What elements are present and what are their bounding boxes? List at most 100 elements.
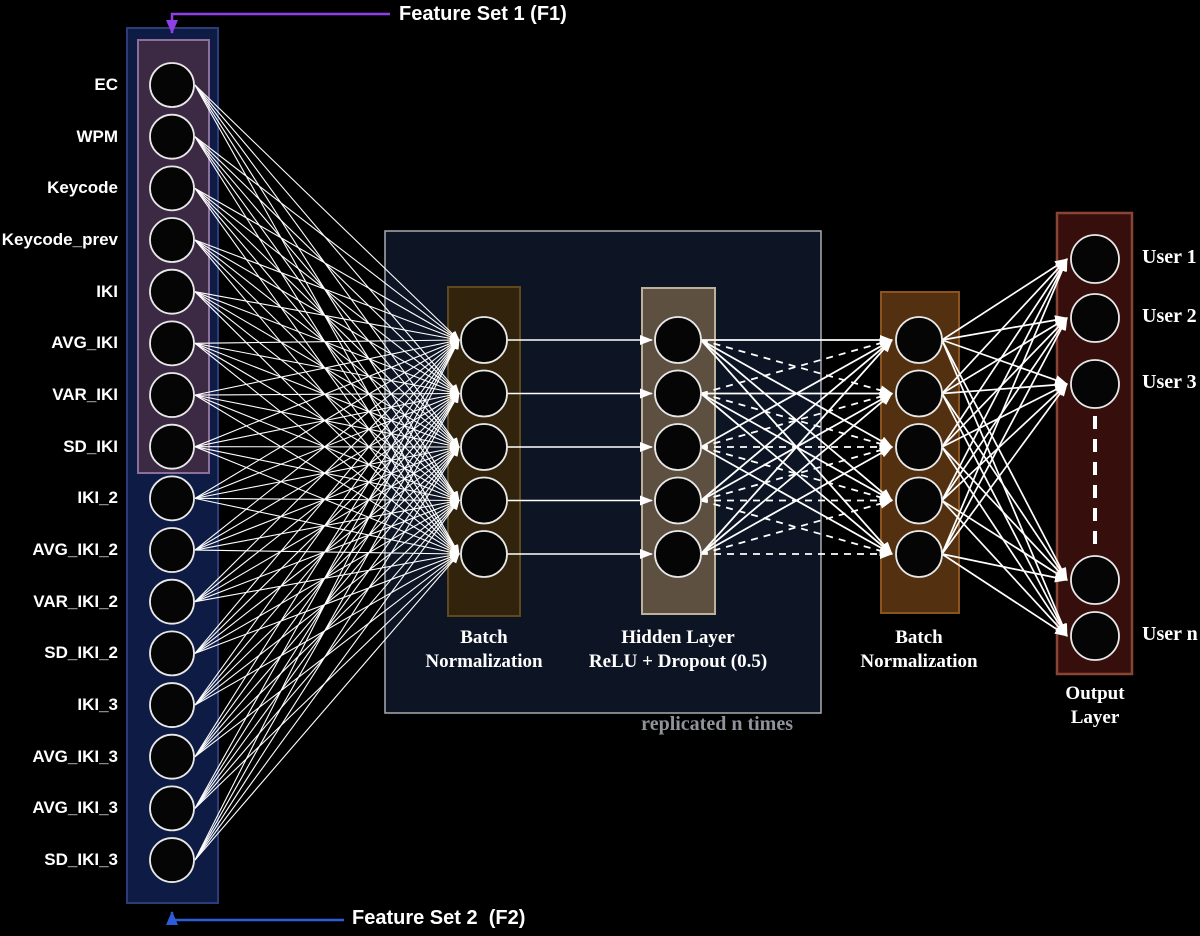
batch-norm-2-caption: Batch Normalization bbox=[860, 627, 978, 672]
user-label: User n bbox=[1142, 623, 1198, 645]
connection-line bbox=[194, 394, 460, 555]
feature-label: Keycode bbox=[47, 178, 118, 198]
connection-line bbox=[941, 383, 1068, 555]
connection-line bbox=[941, 393, 1068, 581]
feature-label: IKI_3 bbox=[77, 695, 118, 715]
neuron-node bbox=[149, 372, 195, 418]
neuron-node bbox=[895, 423, 943, 471]
connection-line bbox=[941, 393, 1068, 637]
connection-line bbox=[941, 258, 1068, 395]
connection-line bbox=[941, 258, 1068, 341]
connection-line bbox=[194, 391, 460, 448]
neuron-node bbox=[460, 369, 508, 418]
connection-line bbox=[941, 258, 1068, 555]
neuron-node bbox=[654, 530, 702, 578]
batch-norm-1-caption: Batch Normalization bbox=[425, 627, 543, 672]
neuron-node bbox=[149, 113, 195, 160]
connection-line bbox=[194, 291, 460, 395]
connection-line bbox=[194, 342, 460, 448]
connection-line bbox=[700, 339, 893, 555]
connection-line bbox=[941, 258, 1068, 501]
connection-line bbox=[194, 553, 460, 758]
connection-line bbox=[194, 337, 460, 396]
connection-line bbox=[194, 187, 460, 395]
connection-line bbox=[194, 84, 460, 448]
neuron-node bbox=[895, 530, 943, 578]
connection-line bbox=[941, 446, 1068, 581]
connection-line bbox=[194, 446, 460, 603]
connection-line bbox=[194, 392, 460, 551]
connection-line bbox=[194, 499, 460, 654]
connection-line bbox=[194, 342, 460, 396]
connection-line bbox=[194, 551, 460, 603]
connection-line bbox=[194, 136, 460, 555]
neuron-node bbox=[149, 217, 195, 263]
connection-line bbox=[194, 446, 460, 555]
connection-line bbox=[194, 549, 460, 558]
neuron-node bbox=[1070, 555, 1120, 605]
connection-line bbox=[700, 339, 893, 502]
connection-line bbox=[194, 291, 460, 555]
output-layer-caption: Output Layer bbox=[1065, 683, 1125, 728]
feature-label: IKI bbox=[96, 281, 118, 301]
neuron-node bbox=[460, 530, 508, 578]
feature-label: VAR_IKI_2 bbox=[33, 591, 118, 611]
neuron-node bbox=[149, 527, 195, 573]
connection-line bbox=[194, 339, 460, 758]
connection-line bbox=[941, 315, 1068, 341]
connection-line bbox=[194, 136, 460, 341]
connection-line bbox=[941, 258, 1068, 448]
connection-line bbox=[941, 317, 1068, 501]
connection-line bbox=[941, 499, 1068, 637]
connection-line bbox=[194, 239, 460, 395]
neuron-node bbox=[1070, 234, 1120, 284]
neuron-node bbox=[149, 268, 195, 315]
neuron-node bbox=[149, 837, 195, 883]
feature-label: IKI_2 bbox=[77, 488, 118, 508]
neuron-node bbox=[654, 369, 702, 418]
connection-line bbox=[194, 136, 460, 448]
connection-line bbox=[194, 446, 460, 654]
connection-line bbox=[194, 336, 460, 345]
feature-label: Keycode_prev bbox=[1, 230, 118, 249]
neuron-node bbox=[149, 320, 195, 367]
neuron-node bbox=[149, 578, 195, 625]
connection-line bbox=[941, 553, 1068, 637]
connection-line bbox=[194, 188, 460, 555]
connection-line bbox=[194, 446, 460, 551]
feature-label: AVG_IKI_3 bbox=[32, 798, 118, 818]
connection-line bbox=[194, 446, 460, 503]
connection-line bbox=[194, 392, 460, 603]
connection-line bbox=[194, 239, 460, 555]
connection-line bbox=[941, 379, 1068, 395]
connection-line bbox=[194, 553, 460, 654]
neuron-node bbox=[895, 369, 943, 418]
connection-line bbox=[194, 239, 460, 502]
connection-line bbox=[194, 339, 460, 706]
connection-line bbox=[194, 499, 460, 603]
user-label: User 3 bbox=[1142, 371, 1197, 393]
feature-label: WPM bbox=[76, 126, 118, 146]
connection-line bbox=[194, 446, 460, 861]
connection-line bbox=[194, 291, 460, 502]
feature-label: AVG_IKI bbox=[51, 333, 118, 353]
connection-line bbox=[194, 392, 460, 861]
connection-line bbox=[700, 392, 893, 555]
neuron-node bbox=[1070, 611, 1120, 661]
connection-line bbox=[194, 187, 460, 341]
connection-line bbox=[194, 84, 460, 341]
connection-line bbox=[194, 339, 460, 551]
connection-line bbox=[194, 499, 460, 861]
connection-line bbox=[194, 394, 460, 450]
feature-set-2-arrow bbox=[166, 911, 344, 925]
connection-line bbox=[194, 339, 460, 603]
connection-line bbox=[194, 84, 460, 395]
feature-label: SD_IKI_2 bbox=[44, 643, 118, 663]
connection-line bbox=[941, 339, 1068, 385]
connection-line bbox=[194, 339, 460, 499]
connection-line bbox=[194, 187, 460, 448]
connection-line bbox=[194, 553, 460, 861]
connection-line bbox=[194, 339, 460, 861]
neuron-node bbox=[149, 630, 195, 677]
